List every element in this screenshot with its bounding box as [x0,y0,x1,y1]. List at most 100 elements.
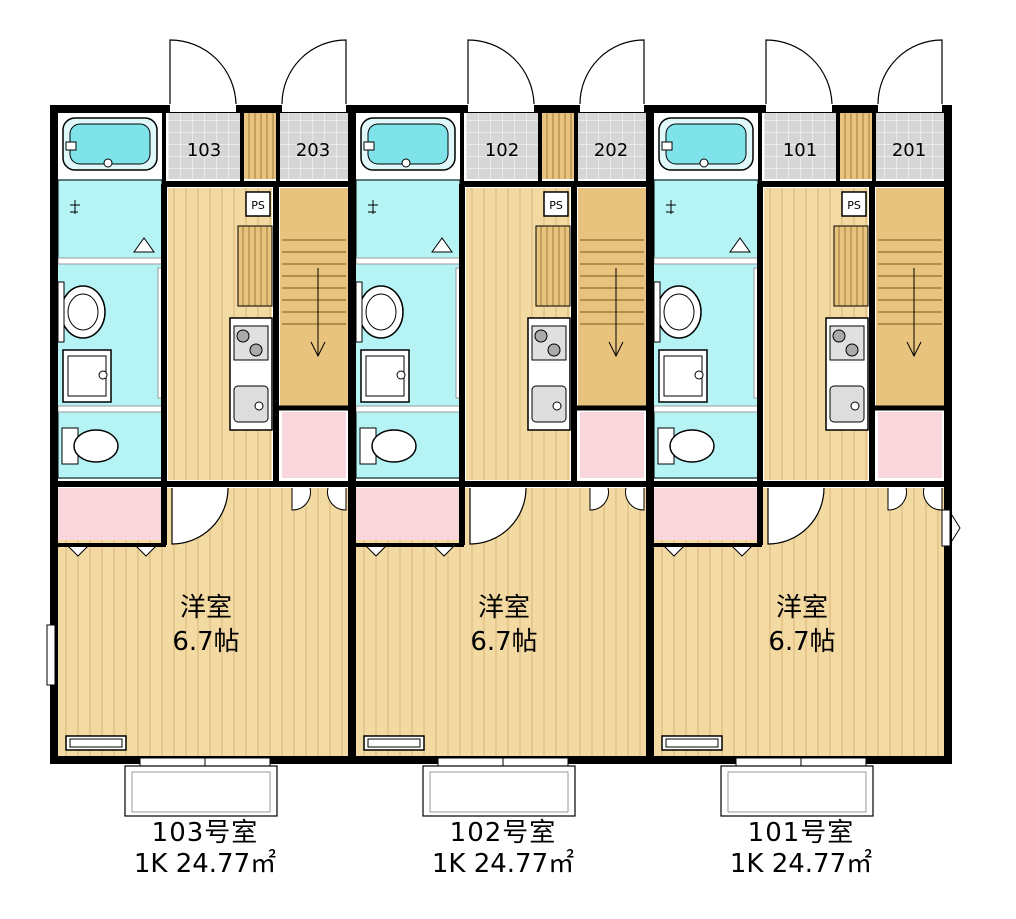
shower-icon [70,200,80,214]
double-door-swing [589,487,645,511]
door-opening [468,104,534,112]
unit-101: PS 101 201 洋室 6.7帖 [646,39,952,817]
room-size: 6.7帖 [768,627,835,657]
faucet-icon [65,141,77,151]
partition [57,257,163,265]
double-door-swing [291,487,347,511]
storage-closet [282,412,346,478]
bathtub-water [665,123,747,165]
shoe-cabinet [237,225,273,307]
washing-machine-drain [396,370,406,380]
upper-entrance-tile [874,113,944,179]
door-opening [878,104,942,112]
partition [653,257,759,265]
washbasin-bowl [663,293,695,331]
burner [534,329,548,343]
door-arrow-icon [133,237,155,253]
bathtub-drain [103,158,113,168]
room-name: 洋室 [776,593,828,623]
door-opening [580,104,644,112]
door-swing [767,487,825,545]
toilet-bowl [371,429,417,463]
sink-drain [552,401,562,411]
shoe-cabinet [833,225,869,307]
vanity-counter [355,281,363,343]
entrance-unit-number: 101 [783,140,817,161]
balcony-inner [429,771,569,813]
washbasin-bowl [365,293,397,331]
stair-arrow-head [608,341,624,358]
door-swing [469,487,527,545]
pipe-space-label: PS [847,199,861,212]
upper-unit-number: 202 [594,140,628,161]
partition [57,405,163,413]
side-door-swing [949,511,961,545]
washbasin-bowl [67,293,99,331]
room-name: 洋室 [180,593,232,623]
toilet-bowl [73,429,119,463]
door-opening [170,104,236,112]
closet [356,488,460,540]
upper-stair-entry [840,113,872,179]
upper-entrance-door [281,39,347,105]
bathtub-drain [699,158,709,168]
pipe-space-label: PS [251,199,265,212]
door-arrow-icon [431,237,453,253]
unit-spec-caption: 1K 24.77㎡ [431,849,575,879]
stairway [280,188,348,406]
shoe-cabinet [535,225,571,307]
balcony-inner [131,771,271,813]
entrance-door [467,39,535,105]
side-door [941,509,951,547]
room-size: 6.7帖 [470,627,537,657]
upper-unit-number: 201 [892,140,926,161]
entrance-tile [466,113,538,179]
toilet-bowl [669,429,715,463]
burner [832,329,846,343]
shower-icon [666,200,676,214]
double-door-swing [887,487,943,511]
air-conditioner-vent [69,738,123,748]
unit-spec-caption: 1K 24.77㎡ [729,849,873,879]
sink-drain [850,401,860,411]
door-opening [282,104,346,112]
upper-unit-number: 203 [296,140,330,161]
air-conditioner-vent [665,738,719,748]
side-window [46,624,56,686]
closet [58,488,162,540]
burner [236,329,250,343]
sink [829,385,865,423]
upper-entrance-tile [278,113,348,179]
partition [355,405,461,413]
faucet-icon [661,141,673,151]
burner [845,343,859,357]
unit-spec-caption: 1K 24.77㎡ [133,849,277,879]
upper-stair-entry [244,113,276,179]
entrance-door [765,39,833,105]
washing-machine-drain [98,370,108,380]
vanity-counter [653,281,661,343]
closet [654,488,758,540]
upper-entrance-door [877,39,943,105]
entrance-door [169,39,237,105]
stairway [876,188,944,406]
pipe-space [543,191,569,217]
shower-icon [368,200,378,214]
balcony-inner [727,771,867,813]
partition [355,257,461,265]
unit-number-caption: 102号室 [449,818,557,848]
sink [531,385,567,423]
door-arrow-icon [729,237,751,253]
pipe-space [245,191,271,217]
storage-closet [580,412,644,478]
burner [547,343,561,357]
sink [233,385,269,423]
bathtub-water [69,123,151,165]
stair-arrow-head [310,341,326,358]
